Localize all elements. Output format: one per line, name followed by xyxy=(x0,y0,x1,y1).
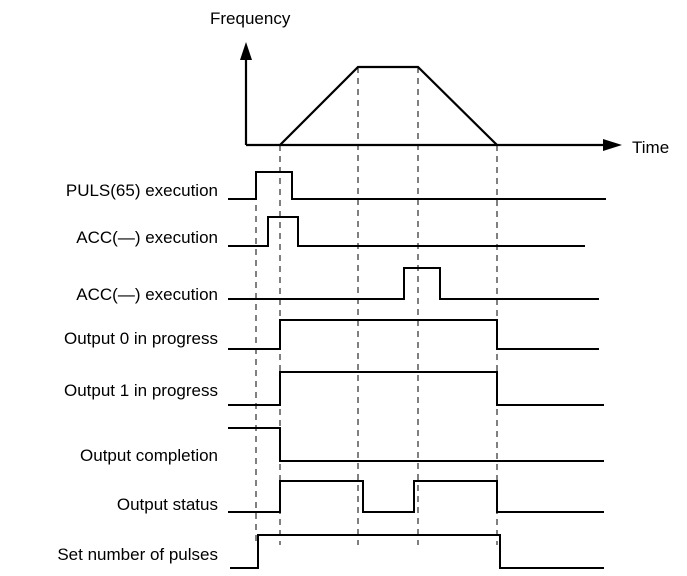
signal-row-output1-in-progress: Output 1 in progress xyxy=(64,371,604,406)
signal-waveform xyxy=(228,480,604,513)
signal-label: ACC(—) execution xyxy=(76,285,218,304)
frequency-axis-arrow-icon xyxy=(240,42,252,60)
signal-row-puls-execution: PULS(65) execution xyxy=(66,171,606,200)
frequency-axis-label: Frequency xyxy=(210,9,291,28)
frequency-trapezoid xyxy=(279,65,498,146)
signal-label: Output completion xyxy=(80,446,218,465)
signal-row-acc-execution-2: ACC(—) execution xyxy=(76,267,599,304)
signal-waveform xyxy=(228,371,604,406)
signal-row-output-status: Output status xyxy=(117,480,604,514)
timing-guides xyxy=(255,67,498,545)
signal-waveform xyxy=(228,171,606,200)
time-axis-arrow-icon xyxy=(603,139,622,151)
signal-label: Output 1 in progress xyxy=(64,381,218,400)
signal-waveform xyxy=(228,427,604,462)
time-axis-label: Time xyxy=(632,138,669,157)
signal-label: Output 0 in progress xyxy=(64,329,218,348)
signal-waveform xyxy=(228,319,599,350)
signal-row-acc-execution-1: ACC(—) execution xyxy=(76,216,585,247)
frequency-profile: Frequency Time xyxy=(210,9,669,157)
signal-row-output-completion: Output completion xyxy=(80,427,604,465)
signal-row-output0-in-progress: Output 0 in progress xyxy=(64,319,599,350)
signal-waveform xyxy=(228,216,585,247)
signal-label: PULS(65) execution xyxy=(66,181,218,200)
signal-label: Set number of pulses xyxy=(57,545,218,564)
signal-row-set-number-of-pulses: Set number of pulses xyxy=(57,534,604,569)
signal-waveform xyxy=(228,267,599,300)
signal-waveform xyxy=(230,534,604,569)
signal-label: Output status xyxy=(117,495,218,514)
signal-label: ACC(—) execution xyxy=(76,228,218,247)
